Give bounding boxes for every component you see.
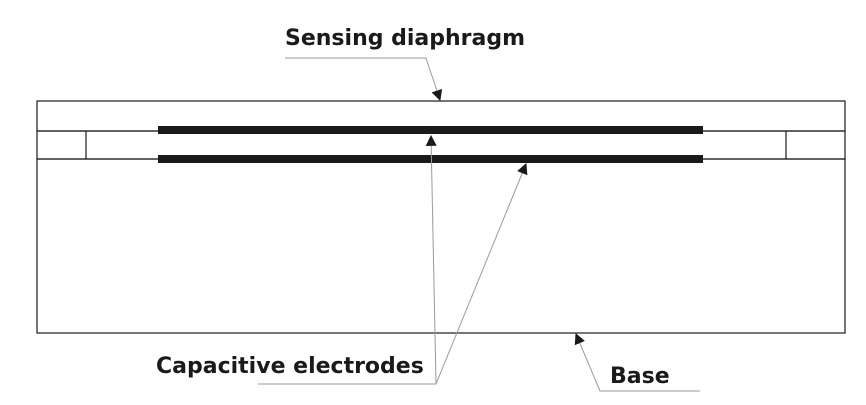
upper-electrode [158, 126, 703, 134]
spacer-layer [36, 130, 846, 160]
sensing-diaphragm-label: Sensing diaphragm [285, 26, 525, 51]
capacitive-electrodes-leader-upper [258, 134, 437, 385]
capacitive-electrodes-label: Capacitive electrodes [156, 354, 424, 379]
capacitive-electrodes-leader-lower [435, 162, 528, 385]
sensor-structure [36, 100, 846, 334]
sensing-diaphragm-leader [285, 57, 443, 102]
lower-electrode [158, 155, 703, 163]
base-label: Base [610, 364, 670, 389]
base-layer [36, 158, 846, 334]
base-leader [574, 332, 700, 392]
leader-lines [258, 57, 700, 392]
